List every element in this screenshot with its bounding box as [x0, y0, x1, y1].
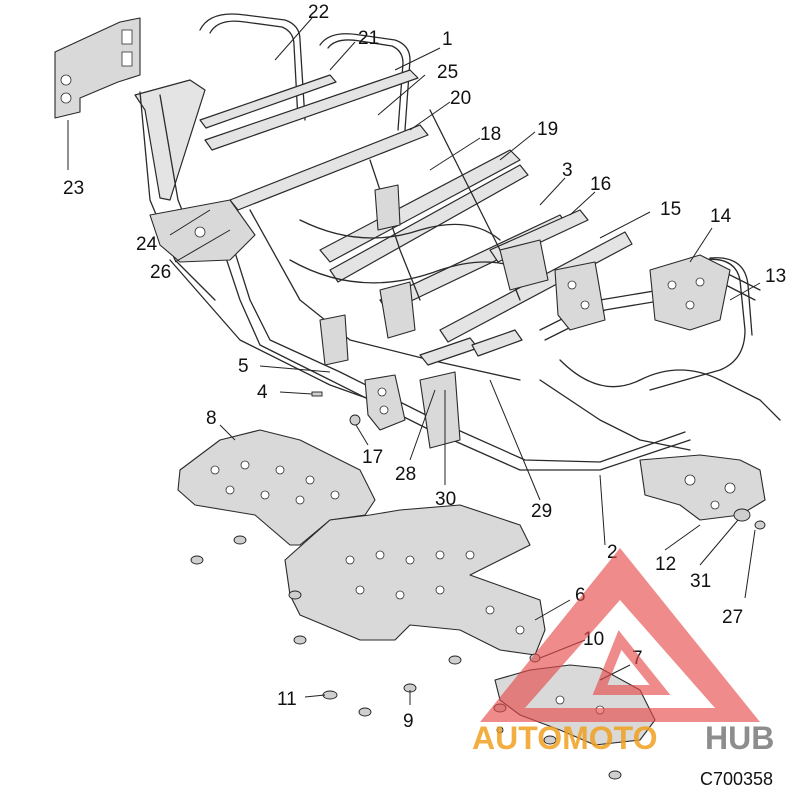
callout-24: 24: [136, 234, 158, 255]
callout-5: 5: [238, 356, 249, 377]
callout-25: 25: [437, 62, 458, 83]
callout-13: 13: [765, 266, 786, 287]
callout-12: 12: [655, 554, 676, 575]
callout-14: 14: [710, 206, 732, 227]
reference-code: C700358: [700, 769, 773, 789]
callout-26: 26: [150, 262, 171, 283]
callout-18: 18: [480, 124, 501, 145]
skid-plate-center: [284, 504, 546, 656]
callout-3: 3: [562, 160, 573, 181]
callout-labels: 1 2 3 4 5 6 7 8 9 10 11 12 13 14 15 16 1…: [63, 2, 786, 732]
watermark-triangle-icon: [480, 548, 760, 722]
callout-29: 29: [531, 501, 552, 522]
callout-4: 4: [257, 382, 268, 403]
callout-11: 11: [277, 689, 297, 710]
callout-16: 16: [590, 174, 611, 195]
leader-lines: [67, 17, 761, 705]
callout-15: 15: [660, 199, 681, 220]
rear-bracket-part: [54, 17, 141, 119]
callout-20: 20: [450, 88, 471, 109]
watermark-text-primary: AUTOMOTO: [472, 720, 657, 756]
callout-30: 30: [435, 489, 456, 510]
watermark-text-secondary: HUB: [705, 720, 774, 756]
callout-6: 6: [575, 585, 586, 606]
callout-23: 23: [63, 178, 84, 199]
watermark-logo: AUTOMOTO HUB: [472, 548, 774, 756]
callout-22: 22: [308, 2, 329, 23]
callout-2: 2: [607, 542, 618, 563]
callout-1: 1: [442, 29, 453, 50]
callout-21: 21: [358, 28, 379, 49]
callout-19: 19: [537, 119, 558, 140]
chassis-frame: [54, 13, 781, 521]
callout-8: 8: [206, 408, 217, 429]
callout-27: 27: [722, 607, 743, 628]
callout-17: 17: [362, 447, 383, 468]
callout-9: 9: [403, 711, 414, 732]
callout-28: 28: [395, 464, 416, 485]
callout-31: 31: [690, 571, 711, 592]
